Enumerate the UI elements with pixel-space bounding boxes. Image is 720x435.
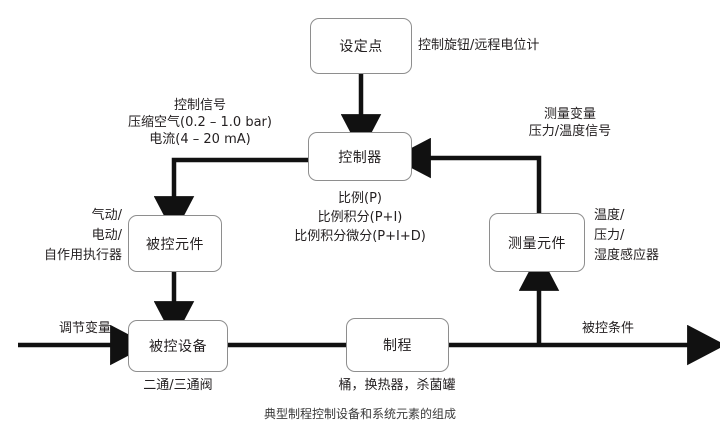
arrow-controller-to-controlled-element	[153, 157, 308, 235]
node-measuring-element[interactable]: 测量元件	[489, 213, 585, 272]
diagram-caption: 典型制程控制设备和系统元素的组成	[263, 407, 456, 421]
node-controller[interactable]: 控制器	[308, 132, 412, 181]
label-measured-variable-line1: 测量变量	[543, 107, 596, 122]
arrow-feedback-to-controller	[392, 137, 542, 213]
label-measured-variable-line2: 压力/温度信号	[528, 124, 612, 139]
label-control-signal-line1: 控制信号	[173, 98, 226, 113]
label-controller-mode-p: 比例(P)	[338, 191, 382, 206]
label-valve-note: 二通/三通阀	[143, 378, 213, 393]
label-actuator-line2: 电动/	[91, 228, 122, 243]
label-setpoint-note: 控制旋钮/远程电位计	[418, 38, 540, 53]
label-controller-mode-pi: 比例积分(P+I)	[317, 210, 403, 225]
label-sensor-line3: 湿度感应器	[594, 248, 660, 263]
label-controlled-condition: 被控条件	[581, 321, 634, 336]
node-controlled-element[interactable]: 被控元件	[128, 215, 222, 272]
label-manipulated-variable: 调节变量	[58, 321, 111, 336]
label-controller-mode-pid: 比例积分微分(P+I+D)	[294, 229, 426, 244]
label-control-signal-line2: 压缩空气(0.2 – 1.0 bar)	[128, 115, 272, 130]
label-control-signal-line3: 电流(4 – 20 mA)	[149, 132, 251, 147]
label-actuator-line1: 气动/	[91, 208, 122, 223]
node-process[interactable]: 制程	[346, 318, 449, 372]
node-controlled-equipment[interactable]: 被控设备	[128, 320, 228, 372]
node-setpoint[interactable]: 设定点	[310, 18, 412, 74]
label-sensor-line2: 压力/	[594, 228, 625, 243]
label-process-note: 桶，换热器，杀菌罐	[338, 378, 456, 393]
label-sensor-line1: 温度/	[594, 208, 625, 223]
label-actuator-line3: 自作用执行器	[43, 248, 122, 263]
